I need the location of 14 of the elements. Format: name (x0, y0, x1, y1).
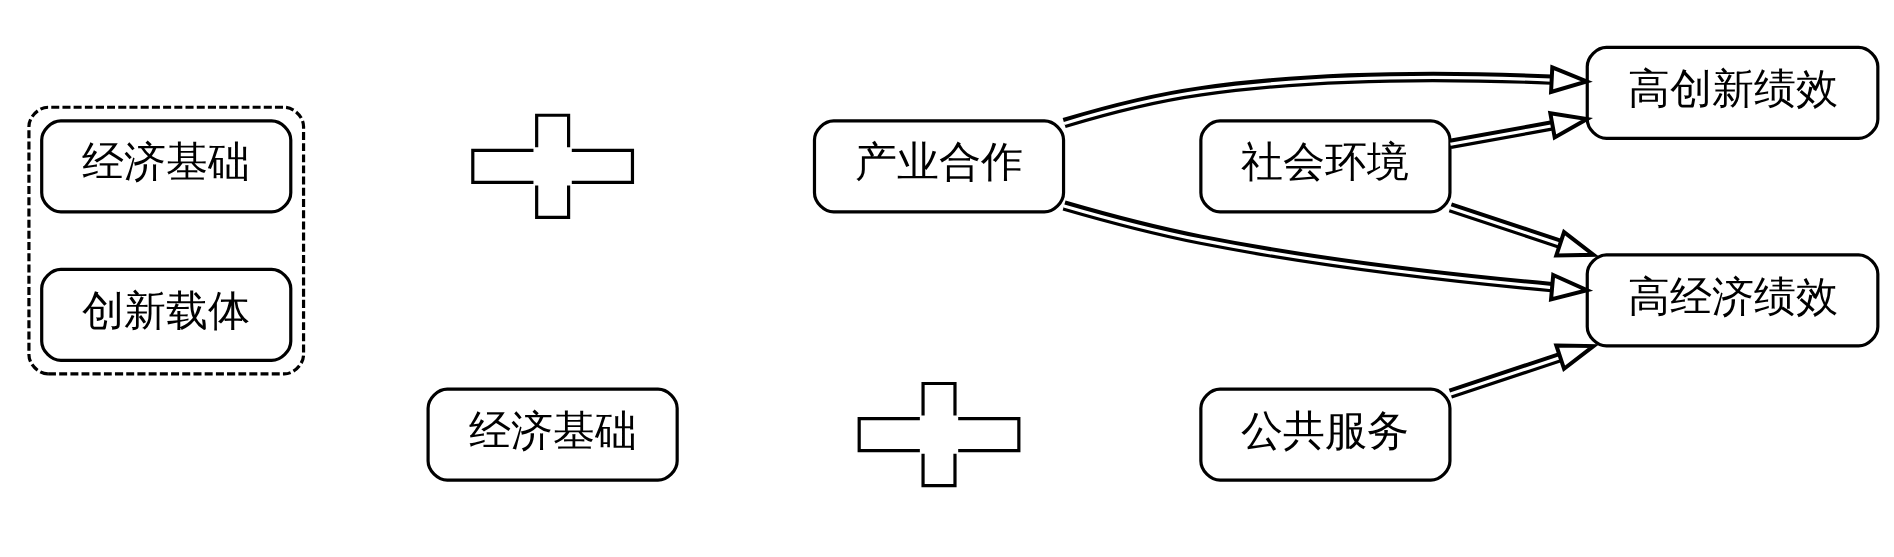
arrow (1062, 64, 1593, 128)
arrow (1448, 202, 1600, 258)
arrow (1449, 110, 1593, 149)
arrow (1062, 200, 1594, 303)
node-box: 高经济绩效 (1585, 253, 1880, 348)
cluster (27, 105, 306, 376)
arrow (1448, 343, 1600, 399)
node-box: 公共服务 (1199, 387, 1452, 482)
node-box: 经济基础 (426, 387, 679, 482)
node-box: 高创新绩效 (1585, 45, 1880, 140)
node-box: 社会环境 (1199, 119, 1452, 214)
node-box: 创新载体 (40, 267, 293, 362)
node-box: 经济基础 (40, 119, 293, 214)
node-box: 产业合作 (812, 119, 1066, 214)
